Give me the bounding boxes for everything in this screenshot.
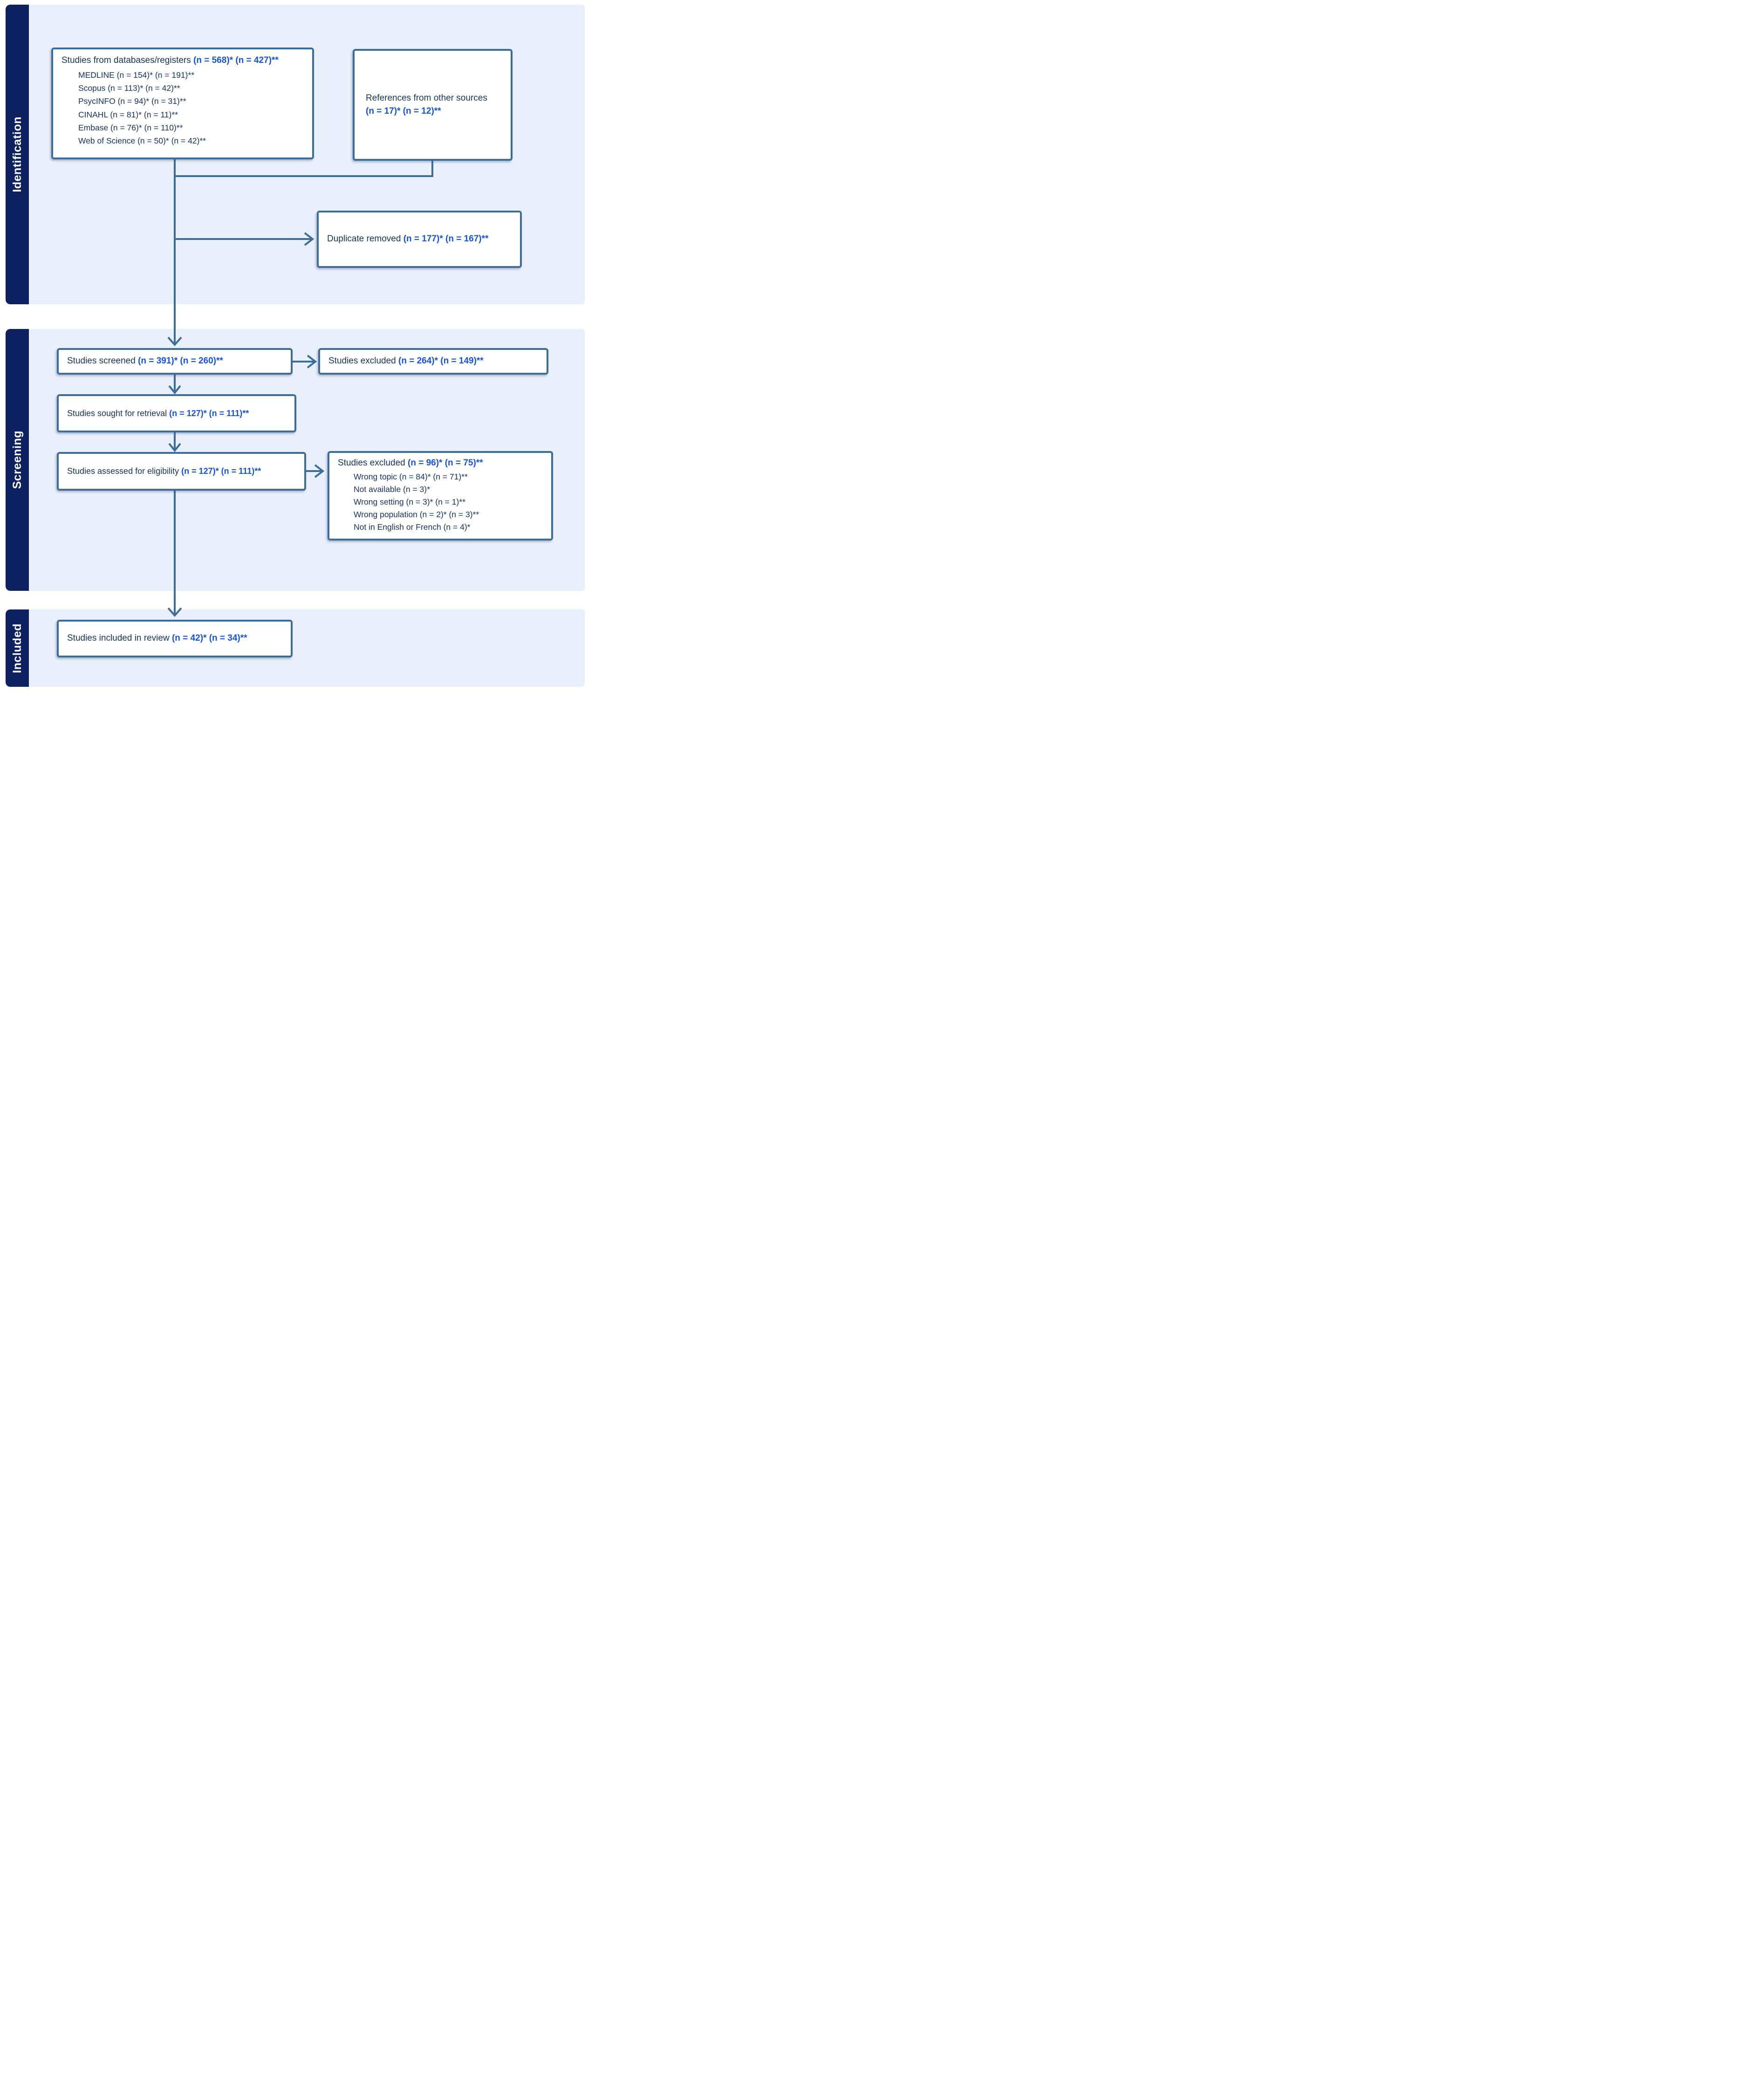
references-label: References from other sources	[366, 93, 487, 103]
exclusion-reason: Not in English or French (n = 4)*	[354, 522, 471, 532]
database-item: CINAHL (n = 81)* (n = 11)**	[78, 109, 178, 119]
database-item: Web of Science (n = 50)* (n = 42)**	[78, 136, 206, 146]
exclusion-reason: Wrong setting (n = 3)* (n = 1)**	[354, 497, 465, 506]
excluded-eligibility-title: Studies excluded (n = 96)* (n = 75)**	[338, 458, 483, 468]
included-phase-tab: Included	[6, 609, 29, 687]
studies-screened-box: Studies screened (n = 391)* (n = 260)**	[57, 348, 293, 375]
exclusion-reason: Wrong topic (n = 84)* (n = 71)**	[354, 472, 468, 481]
duplicates-text: Duplicate removed (n = 177)* (n = 167)**	[327, 234, 489, 244]
excluded-screening-text: Studies excluded (n = 264)* (n = 149)**	[328, 356, 484, 366]
database-item: Embase (n = 76)* (n = 110)**	[78, 123, 183, 132]
identification-phase-tab: Identification	[6, 5, 29, 304]
screened-text: Studies screened (n = 391)* (n = 260)**	[67, 356, 223, 366]
included-phase-label: Included	[10, 623, 24, 673]
prisma-flow-diagram: Identification Screening Included Studie…	[0, 0, 588, 696]
exclusion-reason: Not available (n = 3)*	[354, 484, 430, 494]
databases-list: MEDLINE (n = 154)* (n = 191)** Scopus (n…	[78, 68, 304, 148]
database-item: Scopus (n = 113)* (n = 42)**	[78, 83, 180, 93]
duplicates-removed-box: Duplicate removed (n = 177)* (n = 167)**	[317, 211, 522, 268]
studies-included-box: Studies included in review (n = 42)* (n …	[57, 620, 293, 657]
screening-phase-label: Screening	[10, 431, 24, 489]
databases-title: Studies from databases/registers (n = 56…	[62, 55, 279, 65]
included-text: Studies included in review (n = 42)* (n …	[67, 633, 247, 643]
database-item: PsycINFO (n = 94)* (n = 31)**	[78, 96, 186, 106]
sought-text: Studies sought for retrieval (n = 127)* …	[67, 408, 249, 418]
databases-box: Studies from databases/registers (n = 56…	[51, 48, 314, 159]
assessed-text: Studies assessed for eligibility (n = 12…	[67, 466, 261, 476]
studies-assessed-box: Studies assessed for eligibility (n = 12…	[57, 452, 306, 491]
exclusion-reason: Wrong population (n = 2)* (n = 3)**	[354, 509, 479, 519]
identification-phase-label: Identification	[10, 116, 24, 192]
database-item: MEDLINE (n = 154)* (n = 191)**	[78, 70, 195, 80]
studies-sought-box: Studies sought for retrieval (n = 127)* …	[57, 394, 296, 432]
screening-phase-tab: Screening	[6, 329, 29, 591]
studies-excluded-screening-box: Studies excluded (n = 264)* (n = 149)**	[318, 348, 548, 375]
exclusion-reasons-list: Wrong topic (n = 84)* (n = 71)** Not ava…	[354, 471, 543, 534]
references-counts: (n = 17)* (n = 12)**	[366, 106, 441, 116]
studies-excluded-eligibility-box: Studies excluded (n = 96)* (n = 75)** Wr…	[328, 451, 553, 541]
references-box: References from other sources (n = 17)* …	[353, 49, 513, 161]
